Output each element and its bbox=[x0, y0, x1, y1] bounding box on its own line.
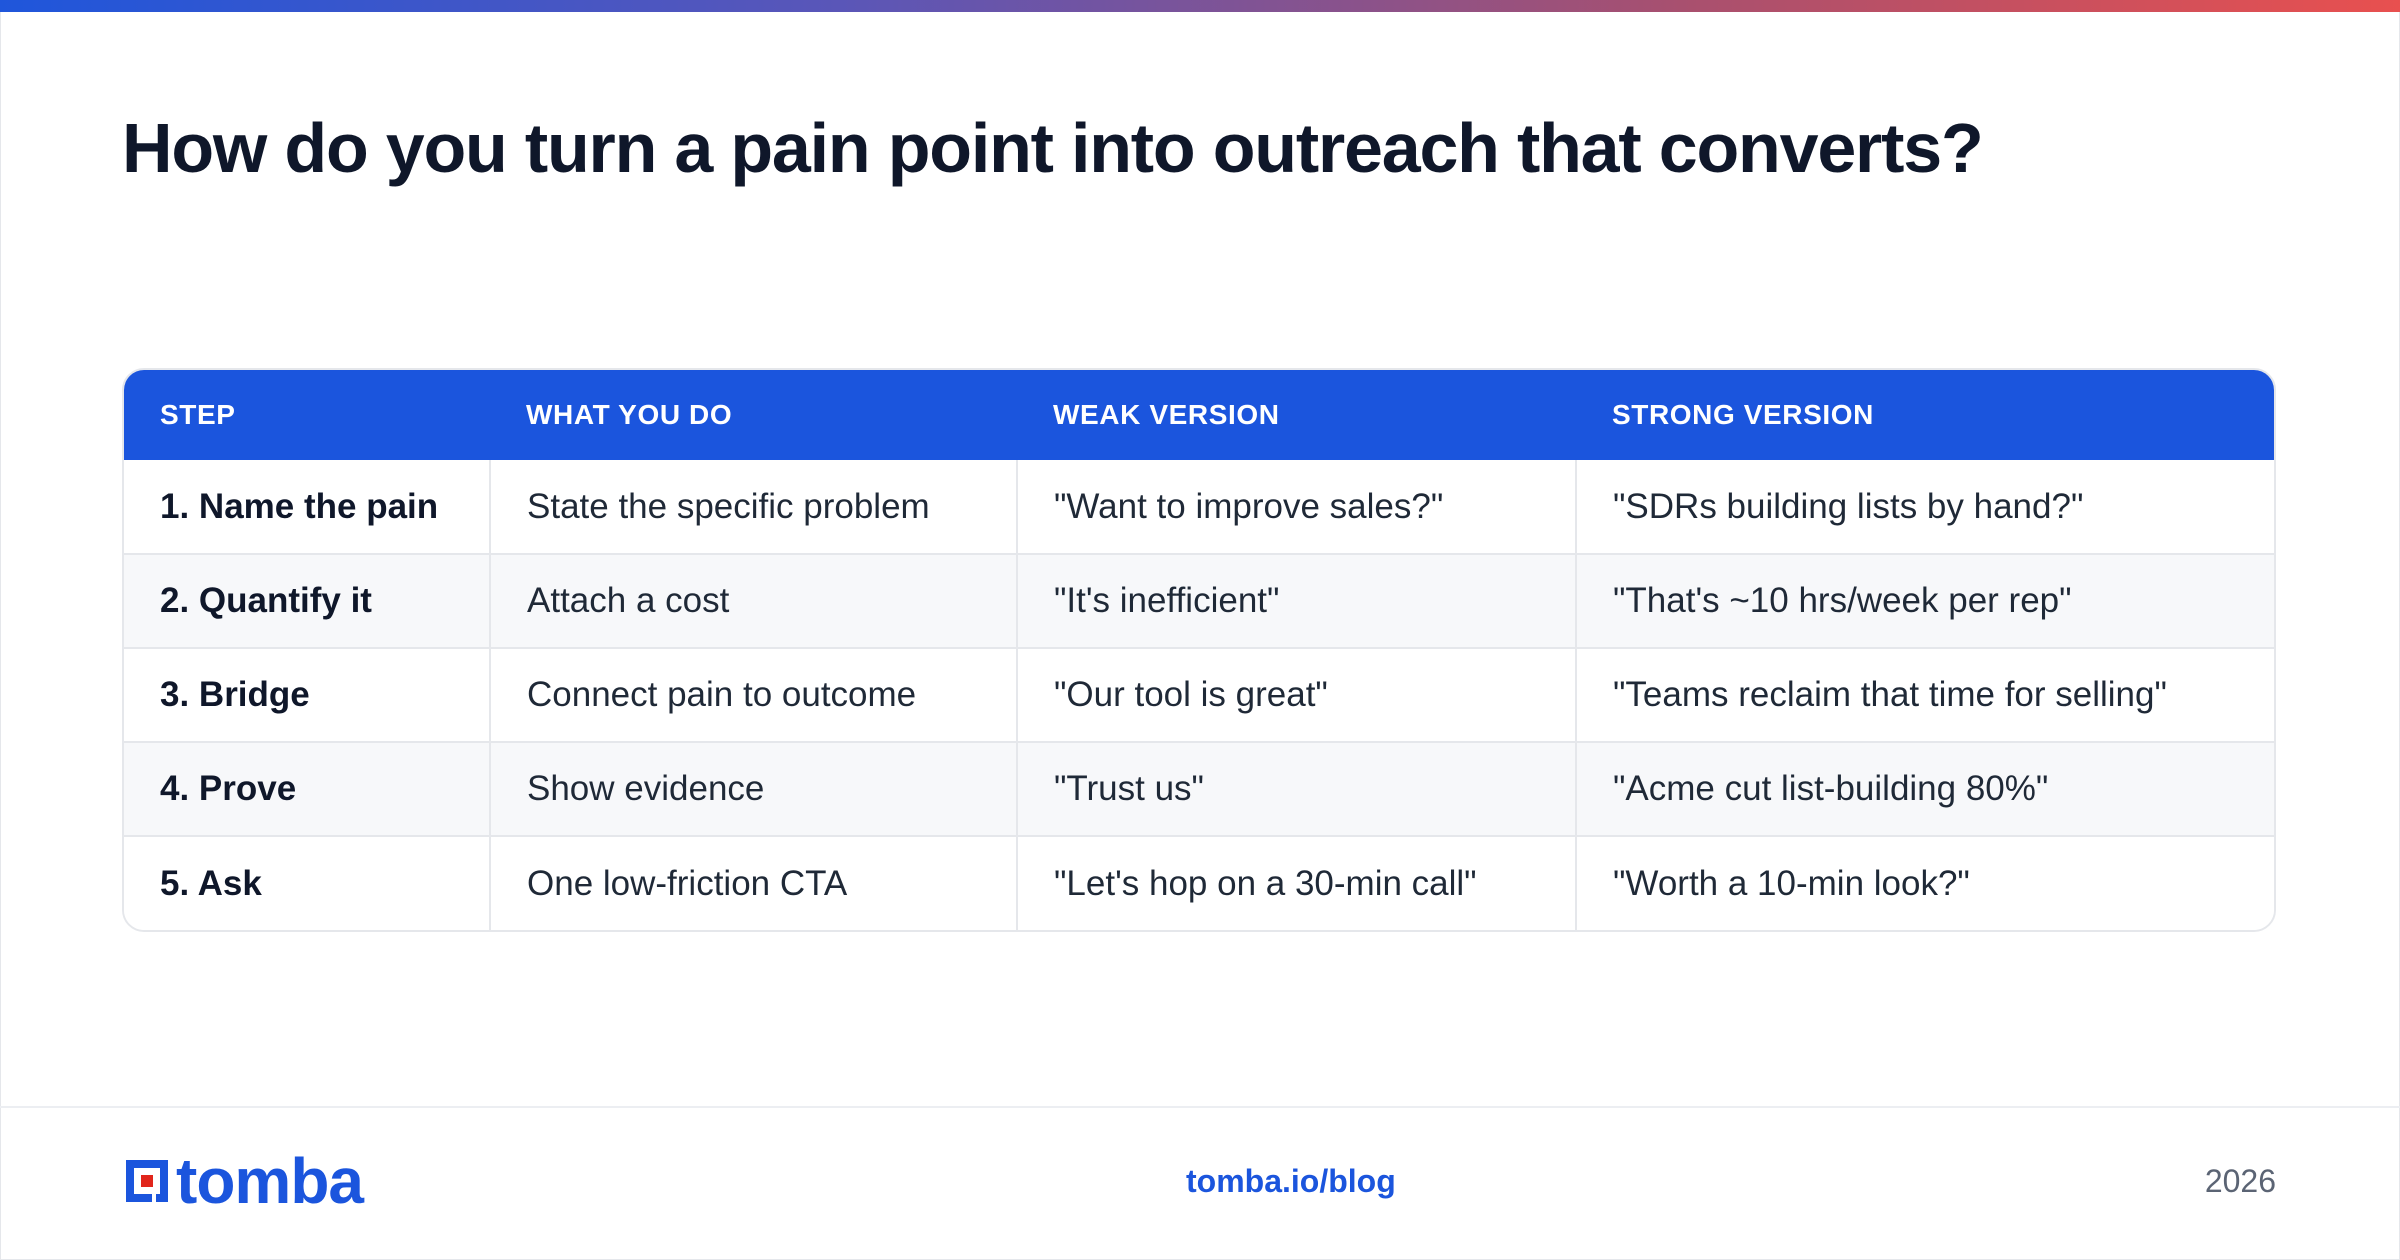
strong-version-cell: "Acme cut list-building 80%" bbox=[1575, 741, 2274, 836]
step-cell: 2. Quantify it bbox=[124, 553, 490, 648]
footer-year: 2026 bbox=[2204, 1163, 2276, 1199]
column-header-weak-version: WEAK VERSION bbox=[1053, 399, 1280, 430]
action-cell: Attach a cost bbox=[489, 553, 1017, 648]
logo-wordmark: tomba bbox=[176, 1145, 364, 1217]
step-cell: 4. Prove bbox=[124, 741, 490, 836]
table-row: 3. Bridge Connect pain to outcome "Our t… bbox=[124, 647, 2274, 742]
tomba-logo[interactable]: tomba bbox=[122, 1145, 364, 1217]
strong-version-cell: "Worth a 10-min look?" bbox=[1575, 835, 2274, 930]
action-cell: One low-friction CTA bbox=[489, 835, 1017, 930]
table-row: 4. Prove Show evidence "Trust us" "Acme … bbox=[124, 741, 2274, 836]
step-cell: 5. Ask bbox=[124, 835, 490, 930]
column-header-strong-version: STRONG VERSION bbox=[1612, 399, 1874, 430]
table-row: 1. Name the pain State the specific prob… bbox=[124, 460, 2274, 554]
weak-version-cell: "Let's hop on a 30-min call" bbox=[1016, 835, 1576, 930]
footer-divider bbox=[0, 1106, 2400, 1108]
table-header-row: STEP WHAT YOU DO WEAK VERSION STRONG VER… bbox=[124, 370, 2274, 460]
weak-version-cell: "Trust us" bbox=[1016, 741, 1576, 836]
strong-version-cell: "SDRs building lists by hand?" bbox=[1575, 460, 2274, 554]
blog-link[interactable]: tomba.io/blog bbox=[1186, 1163, 1396, 1199]
step-cell: 1. Name the pain bbox=[160, 486, 439, 526]
weak-version-cell: "It's inefficient" bbox=[1016, 553, 1576, 648]
steps-table: STEP WHAT YOU DO WEAK VERSION STRONG VER… bbox=[122, 368, 2276, 932]
table-row: 2. Quantify it Attach a cost "It's ineff… bbox=[124, 553, 2274, 648]
column-header-step: STEP bbox=[160, 399, 236, 430]
step-cell: 3. Bridge bbox=[124, 647, 490, 742]
weak-version-cell: "Want to improve sales?" bbox=[1016, 460, 1576, 554]
action-cell: Show evidence bbox=[489, 741, 1017, 836]
page-title: How do you turn a pain point into outrea… bbox=[122, 109, 1984, 187]
strong-version-cell: "That's ~10 hrs/week per rep" bbox=[1575, 553, 2274, 648]
gradient-top-bar bbox=[0, 0, 2400, 12]
action-cell: State the specific problem bbox=[489, 460, 1017, 554]
strong-version-cell: "Teams reclaim that time for selling" bbox=[1575, 647, 2274, 742]
column-header-what-you-do: WHAT YOU DO bbox=[526, 399, 733, 430]
table-row: 5. Ask One low-friction CTA "Let's hop o… bbox=[124, 835, 2274, 930]
action-cell: Connect pain to outcome bbox=[489, 647, 1017, 742]
tomba-logo-icon bbox=[126, 1160, 168, 1202]
weak-version-cell: "Our tool is great" bbox=[1016, 647, 1576, 742]
